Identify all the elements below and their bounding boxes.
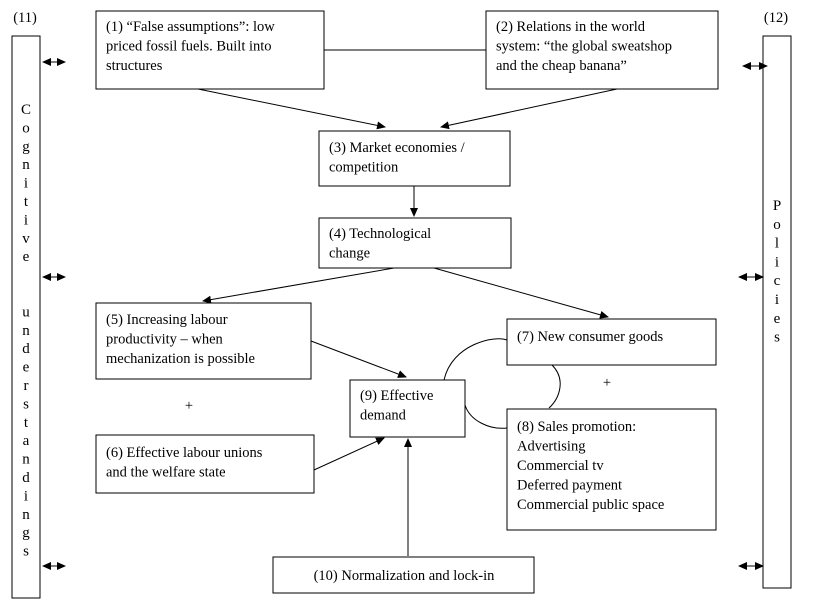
b10-line-0: (10) Normalization and lock-in [314, 568, 496, 584]
right-vtext-char-5: i [775, 292, 779, 308]
left-vtext-char-5: t [24, 194, 29, 210]
box-9-effective-demand: (9) Effective demand [349, 379, 466, 438]
left-vtext-char-0: C [21, 102, 31, 118]
b5-line-0: (5) Increasing labour [106, 312, 228, 328]
b1-line-1: priced fossil fuels. Built into [106, 39, 272, 55]
svg-text:(10) Normalization and lock-in: (10) Normalization and lock-in [314, 568, 496, 584]
right-vtext-char-3: i [775, 254, 779, 270]
b8-line-4: Commercial public space [517, 497, 664, 513]
left-vtext-char-24: s [23, 544, 29, 560]
b2-line-1: system: “the global sweatshop [496, 39, 672, 55]
left-vtext-char-17: t [24, 415, 29, 431]
left-vtext-char-19: n [22, 452, 30, 468]
box-2-world-system: (2) Relations in the world system: “the g… [485, 10, 719, 90]
box-10-normalization: (10) Normalization and lock-in [272, 556, 535, 594]
b7-line-0: (7) New consumer goods [517, 329, 664, 345]
left-vtext-char-20: d [22, 470, 30, 486]
left-vtext-char-6: i [24, 212, 28, 228]
b5-line-1: productivity – when [106, 332, 224, 348]
arrow-2-to-3 [440, 88, 618, 130]
left-vtext-char-3: n [22, 157, 30, 173]
left-vtext-char-8: e [23, 249, 30, 265]
b3-line-0: (3) Market economies / [329, 140, 466, 156]
plus-sign-right: + [603, 375, 611, 391]
loop-9-7 [443, 338, 508, 381]
left-vtext-char-2: g [22, 139, 30, 155]
label-11: (11) [13, 10, 37, 26]
arrow-4-to-7 [433, 267, 609, 319]
arrow-1-to-3 [197, 88, 386, 130]
box-1-false-assumptions: (1) “False assumptions”: low priced fossi… [95, 10, 325, 90]
b8-line-0: (8) Sales promotion: [517, 419, 636, 435]
right-vtext-char-2: l [775, 236, 779, 252]
b4-line-0: (4) Technological [329, 226, 431, 242]
svg-text:(3) Market economies /competit: (3) Market economies / competition [329, 140, 466, 176]
plus-sign-left: + [185, 398, 193, 414]
arrow-5-to-9 [310, 340, 407, 378]
b6-line-1: and the welfare state [106, 465, 226, 481]
b1-line-0: (1) “False assumptions”: low [106, 19, 275, 35]
box-6-labour-unions: (6) Effective labour unions and the welfa… [95, 434, 315, 494]
left-vtext-char-4: i [24, 176, 28, 192]
right-vtext-char-1: o [773, 217, 781, 233]
svg-text:(8) Sales promotion:Advertisin: (8) Sales promotion: AdvertisingCommercia… [517, 419, 664, 513]
box-5-labour-productivity: (5) Increasing labour productivity – when… [95, 302, 312, 380]
left-vtext-char-22: n [22, 507, 30, 523]
right-vtext-char-4: c [774, 273, 781, 289]
b6-line-0: (6) Effective labour unions [106, 445, 263, 461]
left-vtext-char-12: n [22, 323, 30, 339]
box-3-market-economies: (3) Market economies / competition [318, 130, 511, 187]
b8-line-1: Advertising [517, 439, 585, 455]
box-4-technological-change: (4) Technological change [318, 217, 512, 269]
loop-7-8 [548, 364, 561, 409]
loop-8-9 [464, 404, 508, 429]
b2-line-0: (2) Relations in the world [496, 19, 646, 35]
b1-line-2: structures [106, 58, 163, 74]
left-vtext-char-11: u [22, 304, 30, 320]
arrow-6-to-9 [313, 437, 385, 471]
left-vtext-char-18: a [23, 433, 30, 449]
right-vtext-char-6: e [774, 311, 781, 327]
b8-line-3: Deferred payment [517, 478, 622, 494]
svg-text:(7) New consumer goods: (7) New consumer goods [517, 329, 664, 345]
b8-line-2: Commercial tv [517, 458, 604, 474]
b2-line-2: and the cheap banana” [496, 58, 627, 74]
left-vtext-char-9 [24, 268, 28, 284]
left-vtext-char-1: o [22, 120, 30, 136]
left-vtext-char-13: d [22, 341, 30, 357]
left-vtext-char-23: g [22, 525, 30, 541]
label-12: (12) [764, 10, 788, 26]
left-vtext-char-21: i [24, 488, 28, 504]
b9-line-0: (9) Effective [360, 388, 433, 404]
b3-line-1: competition [329, 160, 399, 176]
b5-line-2: mechanization is possible [106, 351, 255, 367]
connectors [197, 49, 618, 556]
b4-line-1: change [329, 246, 370, 262]
b9-line-1: demand [360, 408, 407, 424]
left-vtext-char-7: v [22, 231, 30, 247]
left-vtext-char-14: e [23, 360, 30, 376]
left-vtext-char-16: s [23, 396, 29, 412]
box-7-new-consumer-goods: (7) New consumer goods [506, 318, 717, 366]
left-vtext-char-15: r [24, 378, 29, 394]
arrow-4-to-5 [202, 267, 395, 304]
right-vtext-char-0: P [773, 198, 781, 214]
right-vtext-char-7: s [774, 330, 780, 346]
left-vtext-char-10 [24, 286, 28, 302]
